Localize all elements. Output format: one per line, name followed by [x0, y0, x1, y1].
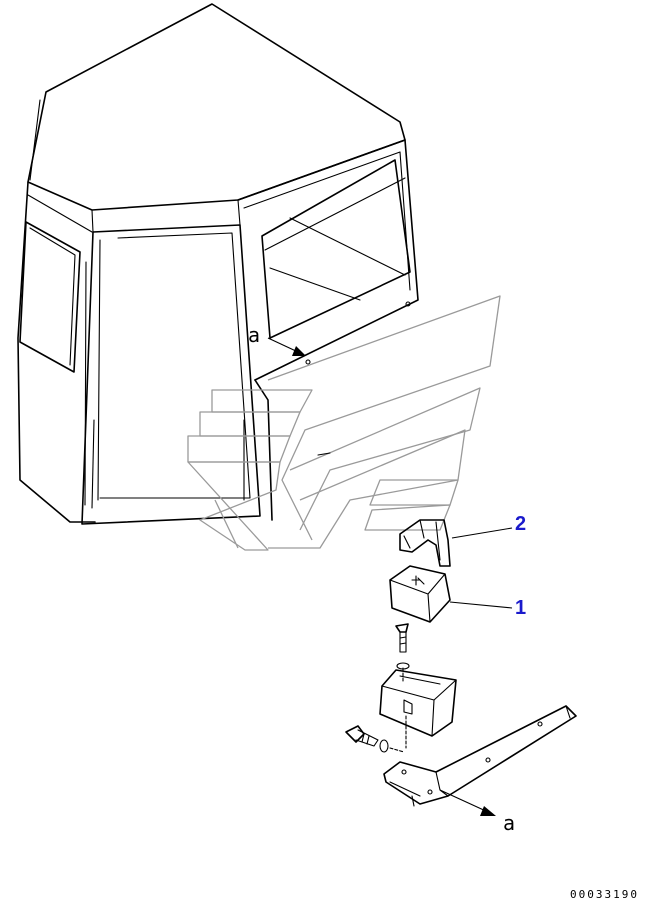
mounting-bracket-box — [379, 669, 457, 749]
cab — [17, 3, 419, 525]
view-mark-upper: a — [248, 323, 306, 356]
mounting-screw — [395, 623, 410, 683]
side-bolt — [345, 725, 405, 753]
drawing-code: 00033190 — [570, 888, 639, 901]
callout-label-1: 1 — [515, 597, 526, 619]
view-label-upper: a — [248, 323, 260, 347]
arrowhead-icon — [292, 346, 306, 356]
mounting-plate — [383, 705, 577, 807]
callout-2: 2 — [451, 513, 526, 539]
view-label-lower: a — [503, 811, 515, 835]
view-mark-lower: a — [439, 789, 515, 835]
callout-label-2: 2 — [515, 513, 526, 535]
arrowhead-icon — [480, 806, 496, 816]
part-2-clip — [399, 519, 451, 567]
callout-1: 1 — [449, 597, 526, 619]
part-1-first-aid-kit — [389, 565, 451, 623]
stripe-decal — [187, 295, 501, 551]
